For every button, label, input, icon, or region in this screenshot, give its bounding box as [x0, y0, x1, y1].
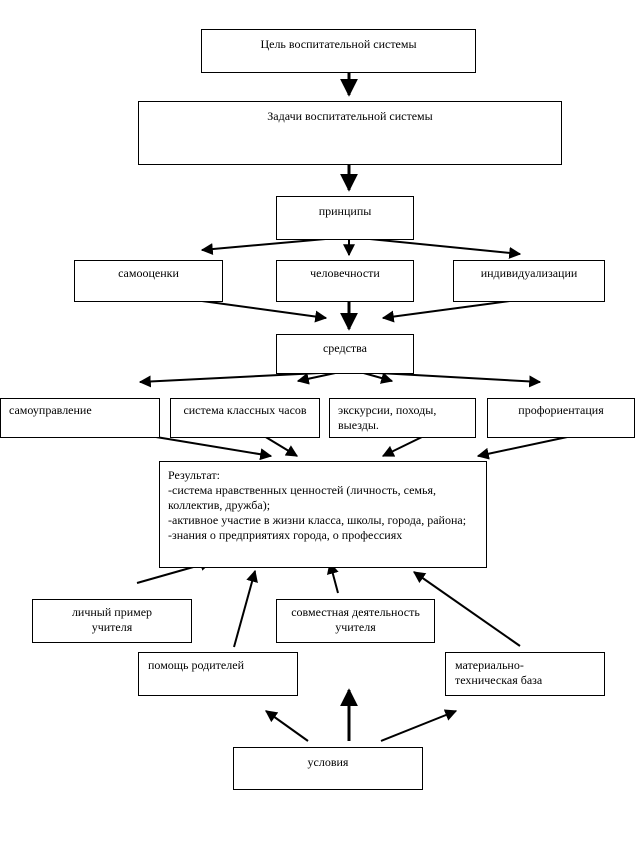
arrow-trips-to-result — [381, 435, 425, 457]
conditions-label: условия — [307, 755, 349, 769]
means-class-hours-label: система классных часов — [183, 403, 307, 417]
factor-material-base: материально-техническая база — [445, 652, 605, 696]
principles-box: принципы — [276, 196, 414, 240]
result-line: -знания о предприятиях города, о професс… — [168, 528, 403, 542]
means-career-guidance-label: профориентация — [518, 403, 604, 417]
principle-self-esteem: самооценки — [74, 260, 223, 302]
factor-teacher-example-label: личный пример учителя — [71, 605, 153, 634]
principle-individualization: индивидуализации — [453, 260, 605, 302]
factor-parents-help: помощь родителей — [138, 652, 298, 696]
arrow-career-to-result — [476, 435, 573, 460]
means-box: средства — [276, 334, 414, 374]
means-trips: экскурсии, походы, выезды. — [329, 398, 476, 438]
means-trips-label: экскурсии, походы, выезды. — [338, 403, 437, 432]
means-title: средства — [322, 341, 367, 355]
factor-material-base-label: материально-техническая база — [455, 658, 543, 687]
result-line: -активное участие в жизни класса, школы,… — [168, 513, 467, 527]
principle-individualization-label: индивидуализации — [480, 266, 578, 280]
factor-teacher-example: личный пример учителя — [32, 599, 192, 643]
factor-joint-activity-label: совместная деятельность учителя — [291, 605, 420, 634]
tasks-text: Задачи воспитательной системы — [267, 109, 433, 123]
factor-parents-help-label: помощь родителей — [148, 658, 244, 672]
result-box: Результат: -система нравственных ценност… — [159, 461, 487, 568]
arrow-joint-to-result — [326, 561, 339, 594]
means-career-guidance: профориентация — [487, 398, 635, 438]
tasks-box: Задачи воспитательной системы — [138, 101, 562, 165]
arrow-classhours-to-result — [263, 435, 299, 457]
means-self-government-label: самоуправление — [9, 403, 92, 417]
factor-joint-activity: совместная деятельность учителя — [276, 599, 435, 643]
arrow-parents-to-result — [233, 569, 258, 648]
principles-title: принципы — [318, 204, 372, 218]
means-self-government: самоуправление — [0, 398, 160, 438]
result-heading: Результат: — [168, 468, 220, 482]
principle-self-esteem-label: самооценки — [118, 266, 179, 280]
principle-humanity-label: человечности — [310, 266, 380, 280]
arrow-base-to-result — [413, 571, 521, 647]
means-class-hours: система классных часов — [170, 398, 320, 438]
principle-humanity: человечности — [276, 260, 414, 302]
arrow-selfgov-to-result — [149, 435, 273, 461]
goal-text: Цель воспитательной системы — [260, 37, 417, 51]
result-line: -система нравственных ценностей (личност… — [168, 483, 437, 512]
arrow-conditions-to-base — [380, 709, 458, 742]
goal-box: Цель воспитательной системы — [201, 29, 476, 73]
arrow-conditions-to-parents — [265, 710, 309, 742]
conditions-box: условия — [233, 747, 423, 790]
